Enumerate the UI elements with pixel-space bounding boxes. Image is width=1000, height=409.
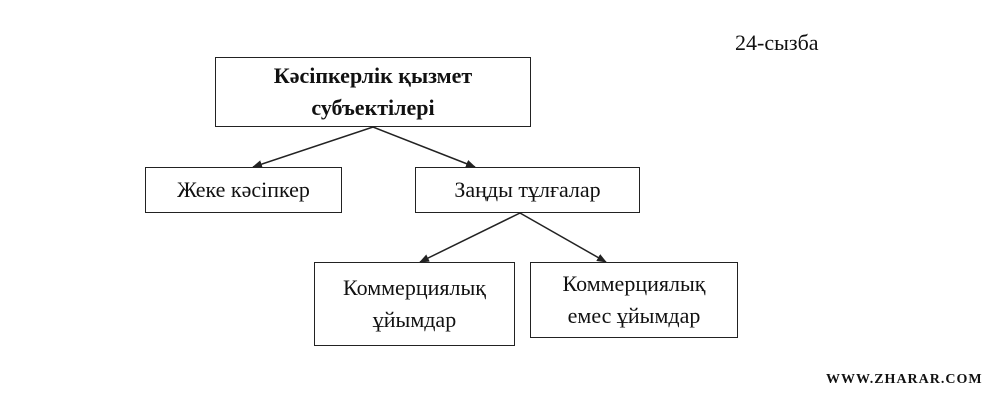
node-commercial: Коммерциялық ұйымдар <box>314 262 515 346</box>
figure-label: 24-сызба <box>735 30 819 55</box>
arrow-legal-to-commercial <box>419 212 521 263</box>
arrow-root-to-legal <box>372 126 476 168</box>
arrow-root-to-individual <box>252 126 374 168</box>
watermark-text: WWW.ZHARAR.COM <box>826 372 983 387</box>
node-individual-label: Жеке кәсіпкер <box>177 177 310 202</box>
node-legal-label: Заңды тұлғалар <box>454 177 601 202</box>
node-individual: Жеке кәсіпкер <box>145 167 342 213</box>
node-root-label: Кәсіпкерлік қызмет субъектілері <box>273 63 473 120</box>
node-commercial-label: Коммерциялық ұйымдар <box>343 275 486 332</box>
node-noncommercial: Коммерциялық емес ұйымдар <box>530 262 738 338</box>
node-root: Кәсіпкерлік қызмет субъектілері <box>215 57 531 127</box>
arrow-legal-to-noncommercial <box>519 212 607 263</box>
node-legal: Заңды тұлғалар <box>415 167 640 213</box>
node-noncommercial-label: Коммерциялық емес ұйымдар <box>562 271 706 328</box>
